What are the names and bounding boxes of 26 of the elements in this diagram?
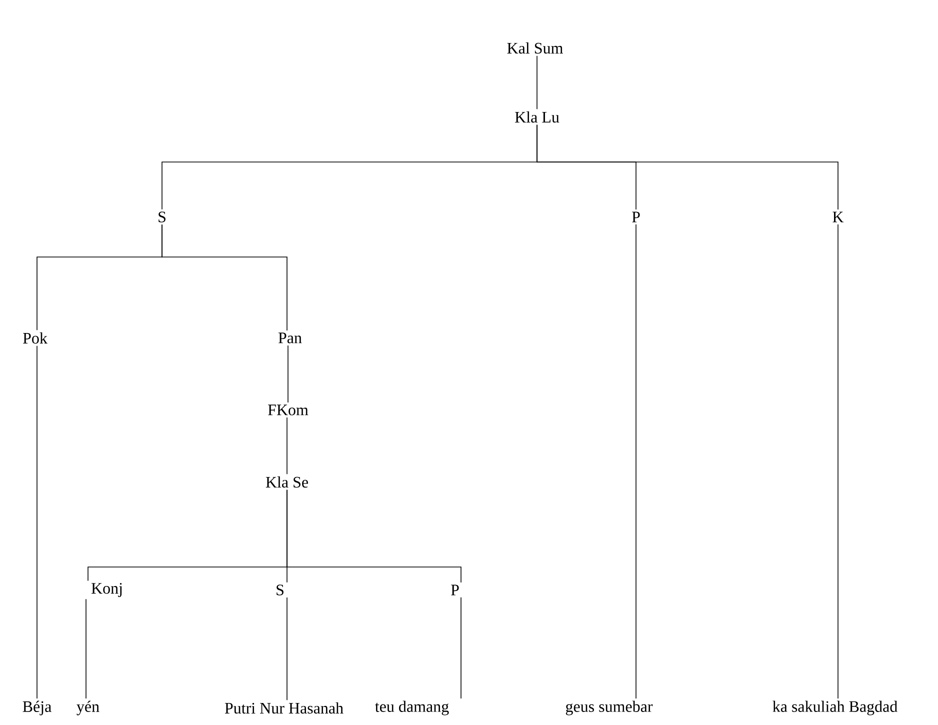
tree-branch (536, 55, 538, 110)
tree-branch (460, 597, 462, 699)
tree-label: yén (76, 700, 100, 716)
tree-label: P (632, 212, 640, 222)
tree-branch (36, 345, 38, 699)
tree-label: Kla Se (266, 476, 308, 488)
tree-label: geus sumebar (566, 700, 653, 716)
tree-label: Kal Sum (507, 42, 563, 54)
tree-label: Pok (23, 332, 48, 344)
tree-label: S (158, 212, 166, 222)
tree-label: Pan (278, 332, 302, 344)
tree-label: Konj (91, 583, 122, 597)
tree-label: Putri Nur Hasanah (224, 702, 344, 714)
tree-label: ka sakuliah Bagdad (772, 700, 898, 716)
tree-label: teu damang (375, 700, 449, 716)
tree-branch (162, 224, 288, 331)
tree-branch (286, 417, 288, 475)
tree-label: FKom (268, 404, 308, 416)
tree-branch (536, 124, 838, 210)
tree-label: K (832, 212, 844, 222)
tree-label: Kla Lu (515, 111, 560, 123)
tree-label: P (451, 584, 459, 596)
tree-branch (286, 489, 462, 583)
tree-label: S (276, 584, 284, 596)
tree-branch (286, 597, 288, 701)
tree-label: Béja (22, 700, 52, 716)
